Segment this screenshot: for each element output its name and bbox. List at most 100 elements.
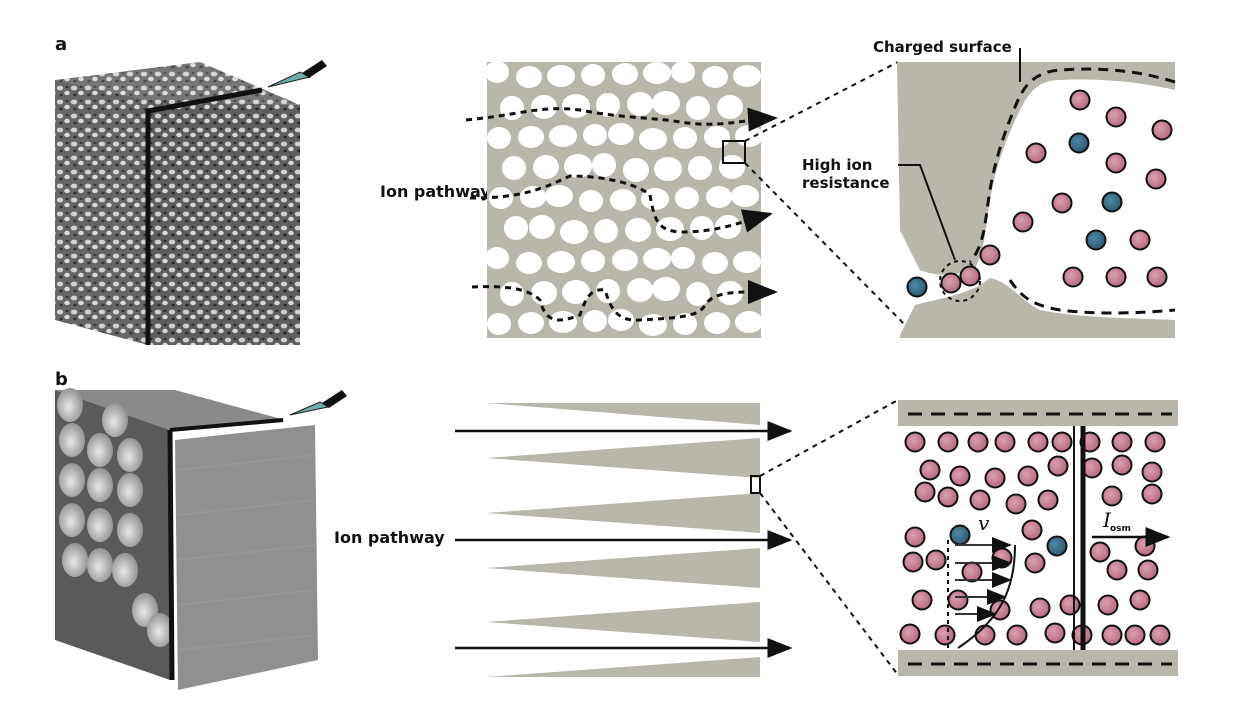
cation [1129,589,1151,611]
cation [1141,483,1163,505]
channel-hole [117,438,143,472]
grain [564,154,592,178]
grain [641,188,669,210]
grain [652,277,680,301]
cation [1101,485,1123,507]
cation [979,244,1001,266]
anion [906,276,928,298]
cation [1141,461,1163,483]
grain [688,156,712,180]
grain [702,66,728,88]
zoom-box-a [722,140,746,164]
grain [502,156,526,180]
grain [675,187,699,209]
grain [656,217,684,241]
cation [969,489,991,511]
cation [1137,559,1159,581]
channel-closeup: v I osm [898,400,1178,676]
cation [914,481,936,503]
grain [579,190,603,212]
cation [1111,454,1133,476]
cation [919,459,941,481]
cation [1145,168,1167,190]
cation [959,265,981,287]
grain [562,94,590,118]
cation [991,547,1013,569]
grain [612,63,638,85]
panel-a: a Ion pathway [55,34,1176,345]
grain [719,155,745,179]
cation [1124,624,1146,646]
grain [533,155,559,179]
cation [940,272,962,294]
grain [518,312,544,334]
grain [673,313,697,335]
cation [937,431,959,453]
cation [934,624,956,646]
current-symbol: I [1102,508,1112,532]
grain [489,187,513,209]
cation [899,623,921,645]
grain [529,215,555,239]
grain [671,61,695,83]
panel-a-letter: a [55,34,67,55]
channel-hole [117,513,143,547]
grain [704,126,730,148]
cation [1044,622,1066,644]
cation [1105,266,1127,288]
channel-hole [87,433,113,467]
grain [733,65,761,87]
grain [518,126,544,148]
grain [485,247,509,269]
cation [1027,431,1049,453]
cation [1097,594,1119,616]
cation [1006,624,1028,646]
grain [608,309,634,331]
cation [1105,152,1127,174]
cation [911,589,933,611]
cation [1069,89,1091,111]
grain [643,62,671,84]
panel-b-letter: b [55,369,68,390]
cation [1062,266,1084,288]
anion [1101,191,1123,213]
cation [1051,192,1073,214]
channel-hole [59,503,85,537]
grain [735,125,763,147]
grain [735,311,763,333]
grain [583,310,607,332]
grain [562,280,590,304]
grain [583,124,607,146]
cation [1105,106,1127,128]
cation [967,431,989,453]
cation [961,561,983,583]
grain [500,282,524,306]
cation [1101,624,1123,646]
grain [516,252,542,274]
cation [904,431,926,453]
knife-icon [267,60,327,88]
channel-hole [112,553,138,587]
grain [531,95,557,119]
ion-pathway-label-b: Ion pathway [334,528,445,547]
grain [690,216,714,240]
grain [581,250,605,272]
grain [639,128,667,150]
cation [947,589,969,611]
porous-cube [55,62,300,345]
grain [704,312,730,334]
grain [547,251,575,273]
cation [984,467,1006,489]
cation [1051,431,1073,453]
channel-hole [117,473,143,507]
cation [1017,465,1039,487]
channel-hole [147,613,173,647]
grain [487,127,511,149]
grain [686,282,710,306]
grain [717,95,743,119]
grain [520,186,546,208]
grain [487,313,511,335]
grain [594,219,618,243]
anion [1085,229,1107,251]
grain [733,251,761,273]
